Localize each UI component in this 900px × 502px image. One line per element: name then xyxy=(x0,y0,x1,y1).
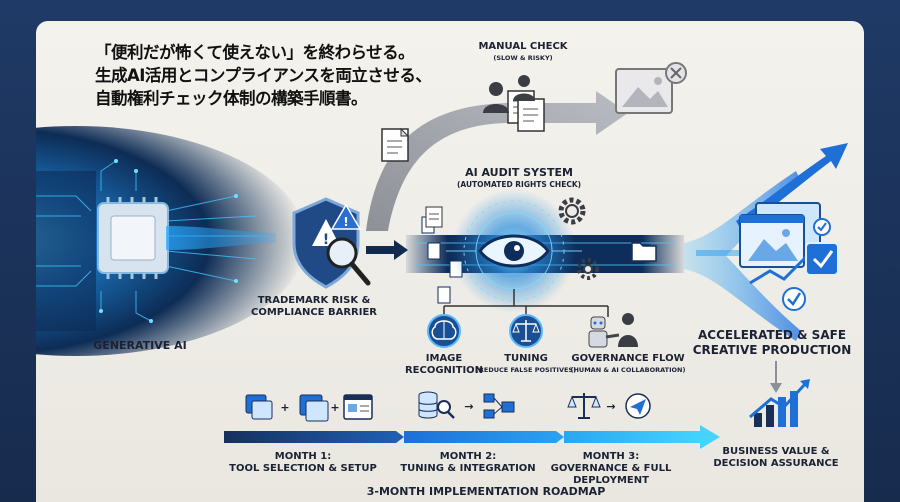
module-tuning-subtitle: (REDUCE FALSE POSITIVES) xyxy=(475,366,577,374)
module-tuning-title: TUNING xyxy=(504,353,548,364)
image-rejected-icon xyxy=(615,62,687,114)
roadmap-month2-label-2: TUNING & INTEGRATION xyxy=(400,463,536,474)
roadmap-month2-label-1: MONTH 2: xyxy=(439,451,497,462)
image-window-icon xyxy=(739,202,821,285)
infographic-artwork: ! ! xyxy=(36,62,848,449)
module-governance-subtitle: (HUMAN & AI COLLABORATION) xyxy=(570,366,686,374)
roadmap-month1-label-1: MONTH 1: xyxy=(274,451,332,462)
module-image-label-2: RECOGNITION xyxy=(404,365,484,376)
roadmap-month3-label-1: MONTH 3: xyxy=(582,451,640,462)
business-value-label-1: BUSINESS VALUE & xyxy=(722,446,830,457)
brain-icon xyxy=(427,314,461,348)
image-window-icon xyxy=(343,394,373,420)
generative-ai-label: GENERATIVE AI xyxy=(93,339,187,352)
gear-icon xyxy=(558,197,586,225)
headline-line-2: 生成AI活用とコンプライアンスを両立させる、 xyxy=(95,66,432,85)
scales-icon xyxy=(509,314,543,348)
trademark-risk-label-1: TRADEMARK RISK & xyxy=(257,295,371,306)
roadmap-arrow-2: → xyxy=(606,400,616,413)
roadmap-plus-2: + xyxy=(330,401,340,414)
module-image-label-1: IMAGE xyxy=(425,353,463,364)
magnifier-icon xyxy=(437,400,455,419)
document-icon xyxy=(245,394,273,420)
audit-system-title: AI AUDIT SYSTEM xyxy=(465,166,573,179)
trademark-risk-label-2: COMPLIANCE BARRIER xyxy=(251,307,377,318)
roadmap-month3-bar xyxy=(564,431,702,443)
roadmap-month2-bar xyxy=(404,431,556,443)
people-icon xyxy=(483,75,535,113)
robot-handshake-icon xyxy=(588,313,638,348)
manual-check-title: MANUAL CHECK xyxy=(478,41,568,52)
checkmark-icon xyxy=(813,218,831,236)
roadmap-arrow-1: → xyxy=(464,400,474,413)
checkmark-icon xyxy=(805,242,839,276)
paper-plane-icon xyxy=(625,393,651,419)
growth-chart-icon xyxy=(749,379,810,427)
svg-text:!: ! xyxy=(343,215,348,229)
accelerated-label-2: CREATIVE PRODUCTION xyxy=(692,343,852,357)
eye-icon xyxy=(478,234,550,268)
magnifier-icon xyxy=(326,237,371,286)
flow-icon xyxy=(483,393,515,419)
audit-system-subtitle: (AUTOMATED RIGHTS CHECK) xyxy=(456,180,582,189)
accelerated-label-1: ACCELERATED & SAFE xyxy=(697,328,847,342)
roadmap-month1-label-2: TOOL SELECTION & SETUP xyxy=(229,463,377,474)
checkmark-icon xyxy=(782,287,806,311)
svg-text:!: ! xyxy=(323,232,329,248)
headline-line-3: 自動権利チェック体制の構築手順書。 xyxy=(95,89,368,108)
module-governance-title: GOVERNANCE FLOW xyxy=(571,353,685,364)
manual-path-arrow xyxy=(366,91,628,231)
document-icon xyxy=(381,127,410,162)
image-window-icon xyxy=(299,394,329,422)
document-icon xyxy=(425,206,443,228)
infographic-card: ! ! xyxy=(36,21,864,502)
roadmap-plus-1: + xyxy=(280,401,290,414)
roadmap-month3-label-2: GOVERNANCE & FULL xyxy=(550,463,672,474)
roadmap-month3-label-3: DEPLOYMENT xyxy=(573,475,649,486)
scales-icon xyxy=(567,393,601,419)
database-icon xyxy=(418,391,438,419)
roadmap-title: 3-MONTH IMPLEMENTATION ROADMAP xyxy=(366,485,606,498)
roadmap-month1-bar xyxy=(224,431,396,443)
business-value-label-2: DECISION ASSURANCE xyxy=(713,458,839,469)
cpu-chip-icon xyxy=(97,197,169,279)
folder-icon xyxy=(631,242,657,262)
gear-icon xyxy=(577,258,599,280)
manual-check-subtitle: (SLOW & RISKY) xyxy=(493,54,553,62)
headline-line-1: 「便利だが怖くて使えない」を終わらせる。 xyxy=(95,43,415,62)
